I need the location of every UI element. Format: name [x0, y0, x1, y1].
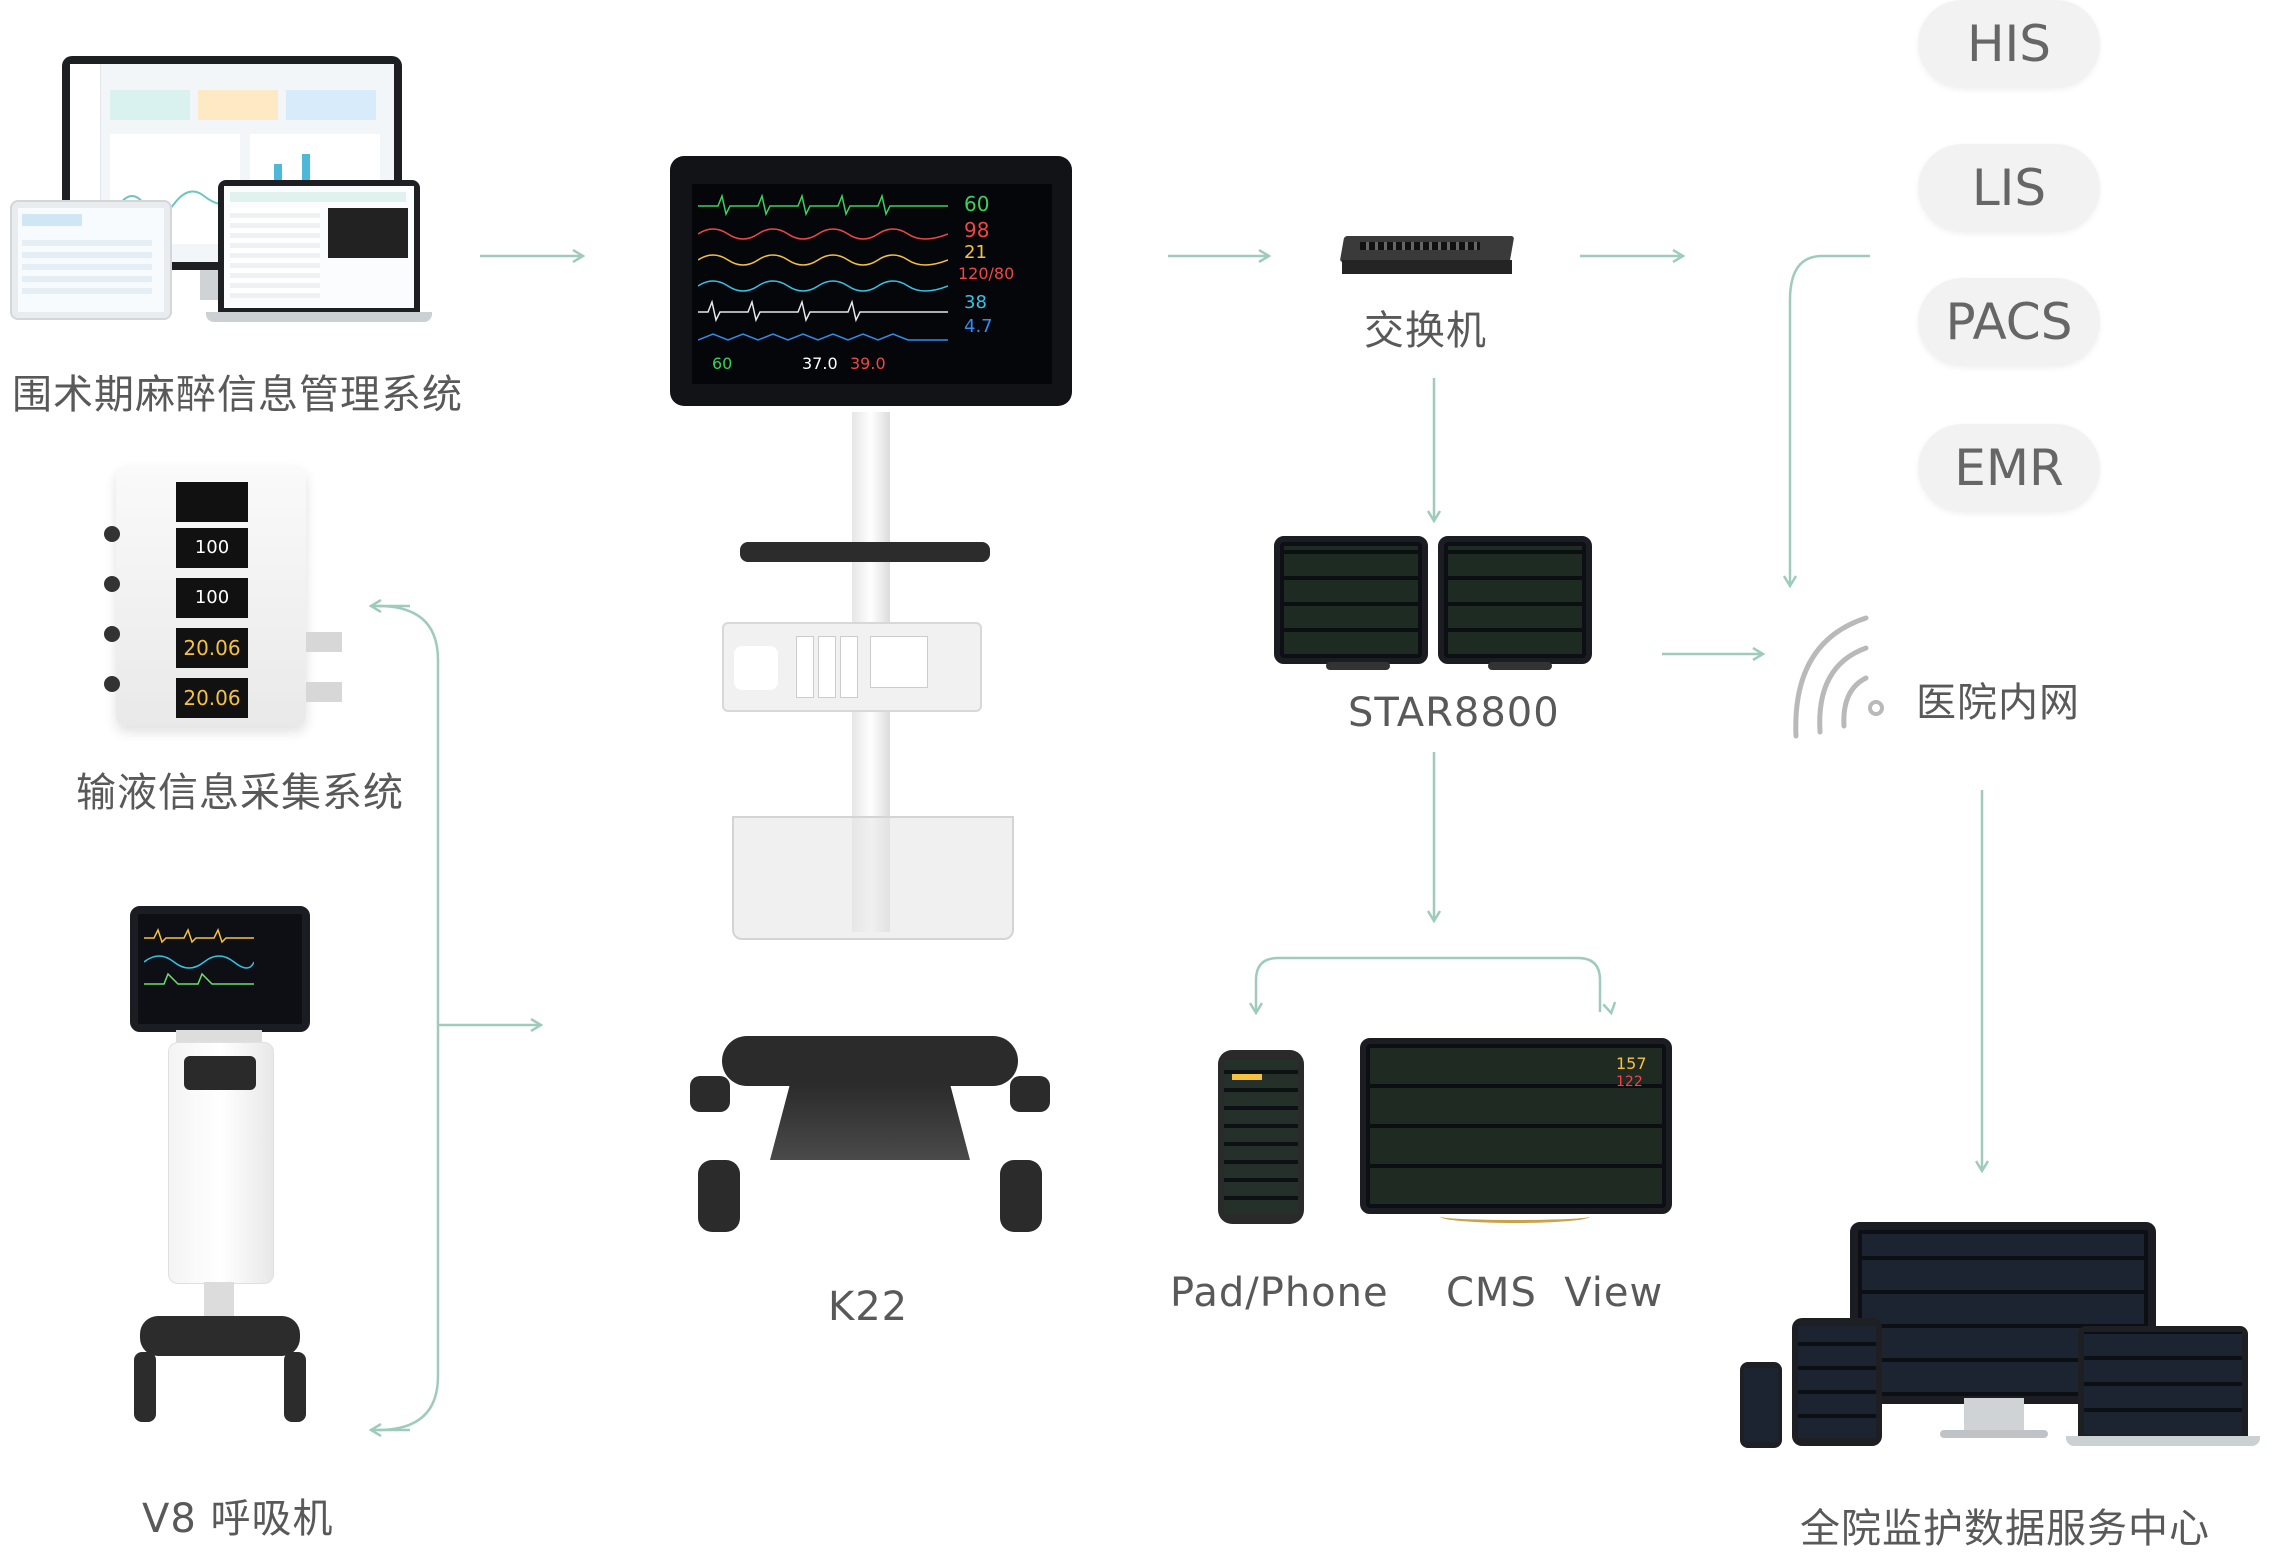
system-pill-lis: LIS: [1918, 144, 2100, 232]
pump-screen-4: 20.06: [176, 678, 248, 718]
label-pad-phone: Pad/Phone: [1170, 1270, 1389, 1316]
k22-monitor-cart: 60 98 21 120/80 38 4.7 60 37.0 39.0: [670, 156, 1072, 1248]
label-k22: K22: [828, 1284, 909, 1330]
network-switch-device: [1339, 236, 1515, 280]
label-star8800: STAR8800: [1348, 690, 1560, 736]
infusion-pump-stack: 100 100 20.06 20.06: [76, 466, 342, 736]
arrow-bracket: [377, 604, 440, 1432]
label-intranet: 医院内网: [1916, 680, 2080, 726]
arrow-his-to-intranet: [1790, 254, 1870, 585]
central-station-monitors: [1274, 536, 1596, 674]
label-datacenter: 全院监护数据服务中心: [1800, 1506, 2210, 1552]
pump-screen-3: 20.06: [176, 628, 248, 668]
label-anesthesia: 围术期麻醉信息管理系统: [12, 372, 463, 418]
tablet-device: [10, 200, 172, 320]
phone-device: [1218, 1050, 1304, 1224]
label-ventilator: V8 呼吸机: [142, 1496, 334, 1542]
system-pill-pacs: PACS: [1918, 278, 2100, 366]
label-infusion: 输液信息采集系统: [76, 770, 404, 816]
label-cms-view: CMS View: [1446, 1270, 1664, 1316]
pump-screen-1: 100: [176, 528, 248, 568]
datacenter-devices: [1740, 1222, 2274, 1458]
ventilator-device: [120, 906, 320, 1456]
laptop-device: [218, 180, 420, 312]
label-switch: 交换机: [1364, 308, 1487, 354]
arrow-split-left: [1256, 956, 1602, 1012]
pump-screen-2: 100: [176, 578, 248, 618]
k22-screen: 60 98 21 120/80 38 4.7 60 37.0 39.0: [670, 156, 1072, 406]
wifi-icon: [1793, 615, 1884, 739]
anesthesia-devices: [10, 52, 450, 332]
cms-view-screen: 157 122: [1360, 1038, 1676, 1224]
system-pill-emr: EMR: [1918, 424, 2100, 512]
system-pill-his: HIS: [1918, 0, 2100, 88]
arrow-split-right: [1256, 958, 1611, 1012]
